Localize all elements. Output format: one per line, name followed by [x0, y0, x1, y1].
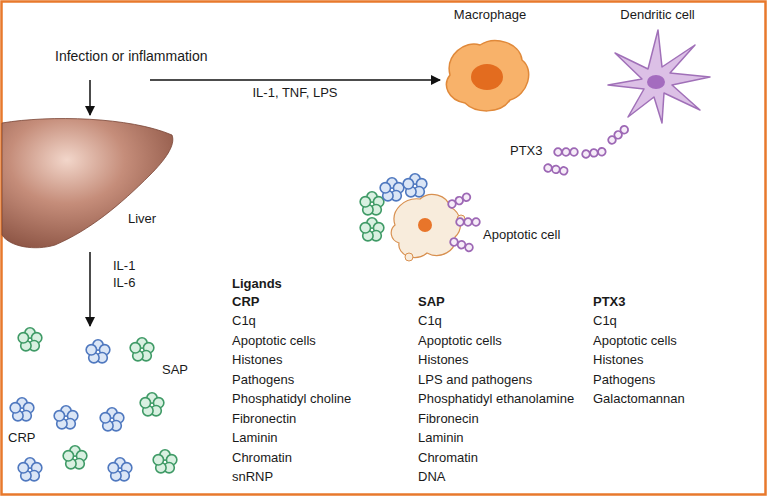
ligand-table-cell: Fibronecin: [418, 411, 479, 426]
sap-pentamer: [360, 218, 384, 241]
connector-arrow: [89, 80, 91, 115]
annotation-label: IL-6: [113, 275, 135, 290]
ligand-table-cell: Pathogens: [593, 372, 655, 387]
sap-pentamer: [360, 192, 384, 215]
ligand-table-cell: DNA: [418, 469, 445, 484]
annotation-label: IL-1: [113, 258, 135, 273]
sap-pentamer: [140, 393, 164, 416]
ptx3-chain: [582, 147, 606, 158]
ligand-table-cell: Laminin: [418, 430, 464, 445]
ligand-table-cell: Histones: [593, 352, 644, 367]
ligand-table-cell: Laminin: [232, 430, 278, 445]
secretion-arrow: [89, 252, 91, 326]
liver-organ: [2, 119, 173, 248]
sap-pentamer: [18, 328, 42, 351]
ligand-table-cell: C1q: [418, 313, 442, 328]
ligand-table-cell: Fibronectin: [232, 411, 296, 426]
node-outline: [0, 115, 178, 250]
cell-nucleus: [647, 75, 665, 89]
ligand-table-cell: Histones: [232, 352, 283, 367]
membrane-bleb: [457, 215, 465, 223]
crp-pentamer: [54, 406, 78, 429]
ligand-table-cell: Apoptotic cells: [418, 333, 502, 348]
macrophage-body: [446, 41, 528, 111]
node-label: Dendritic cell: [600, 7, 715, 22]
crp-pentamer: [18, 458, 42, 481]
sap-pentamer: [63, 446, 87, 469]
crp-pentamer: [108, 458, 132, 481]
ligand-table-cell: C1q: [593, 313, 617, 328]
annotation-label: CRP: [8, 430, 35, 445]
node-label: Apoptotic cell: [483, 227, 560, 242]
ptx3-chain: [544, 164, 569, 176]
apoptotic-cell: Apoptotic cell: [385, 185, 585, 270]
apoptotic-body: [391, 194, 460, 257]
crp-pentamer: [86, 340, 110, 363]
ptx3-chain: [554, 148, 578, 156]
dendritic-body: [608, 30, 710, 123]
edge-label: IL-1, TNF, LPS: [252, 85, 337, 100]
ligand-table-cell: Ligands: [232, 276, 282, 291]
crp-pentamer: [100, 408, 124, 431]
membrane-bleb: [405, 253, 413, 261]
ligand-table-cell: Pathogens: [232, 372, 294, 387]
ligand-table-cell: PTX3: [593, 294, 626, 309]
ligand-table-cell: snRNP: [232, 469, 273, 484]
ligand-table-cell: LPS and pathogens: [418, 372, 532, 387]
ligand-table-cell: Apoptotic cells: [232, 333, 316, 348]
ligand-table-cell: Chromatin: [418, 450, 478, 465]
crp-pentamer: [10, 398, 34, 421]
node-label: Macrophage: [440, 7, 540, 22]
node-label: Infection or inflammation: [55, 48, 208, 65]
node-outline: [440, 5, 540, 120]
crp-pentamer: [403, 174, 427, 197]
ligand-table-cell: Phosphatidyl ethanolamine: [418, 391, 574, 406]
sap-pentamer: [130, 338, 154, 361]
node-outline: [600, 5, 715, 125]
node-label: Liver: [128, 211, 156, 226]
ligand-table-cell: C1q: [232, 313, 256, 328]
ligand-table-cell: SAP: [418, 294, 445, 309]
ptx3-chain: [607, 124, 630, 145]
liver-organ: Liver: [0, 115, 178, 250]
ptx3-chain: [447, 192, 472, 209]
cell-nucleus: [418, 218, 432, 232]
annotation-label: PTX3: [510, 143, 543, 158]
annotation-label: SAP: [162, 362, 188, 377]
crp-pentamer: [380, 178, 404, 201]
connector-arrow: [150, 79, 440, 81]
ligand-table-cell: Apoptotic cells: [593, 333, 677, 348]
trigger-text: Infection or inflammation: [50, 48, 250, 80]
ligand-table-cell: CRP: [232, 294, 259, 309]
dendritic-cell: Dendritic cell: [600, 5, 715, 125]
ligand-table-cell: Phosphatidyl choline: [232, 391, 351, 406]
ligand-table-cell: Histones: [418, 352, 469, 367]
ligand-table-cell: Chromatin: [232, 450, 292, 465]
macrophage-cell: Macrophage: [440, 5, 540, 120]
ligand-table-cell: Galactomannan: [593, 391, 685, 406]
sap-pentamer: [153, 450, 177, 473]
cell-nucleus: [471, 64, 503, 90]
